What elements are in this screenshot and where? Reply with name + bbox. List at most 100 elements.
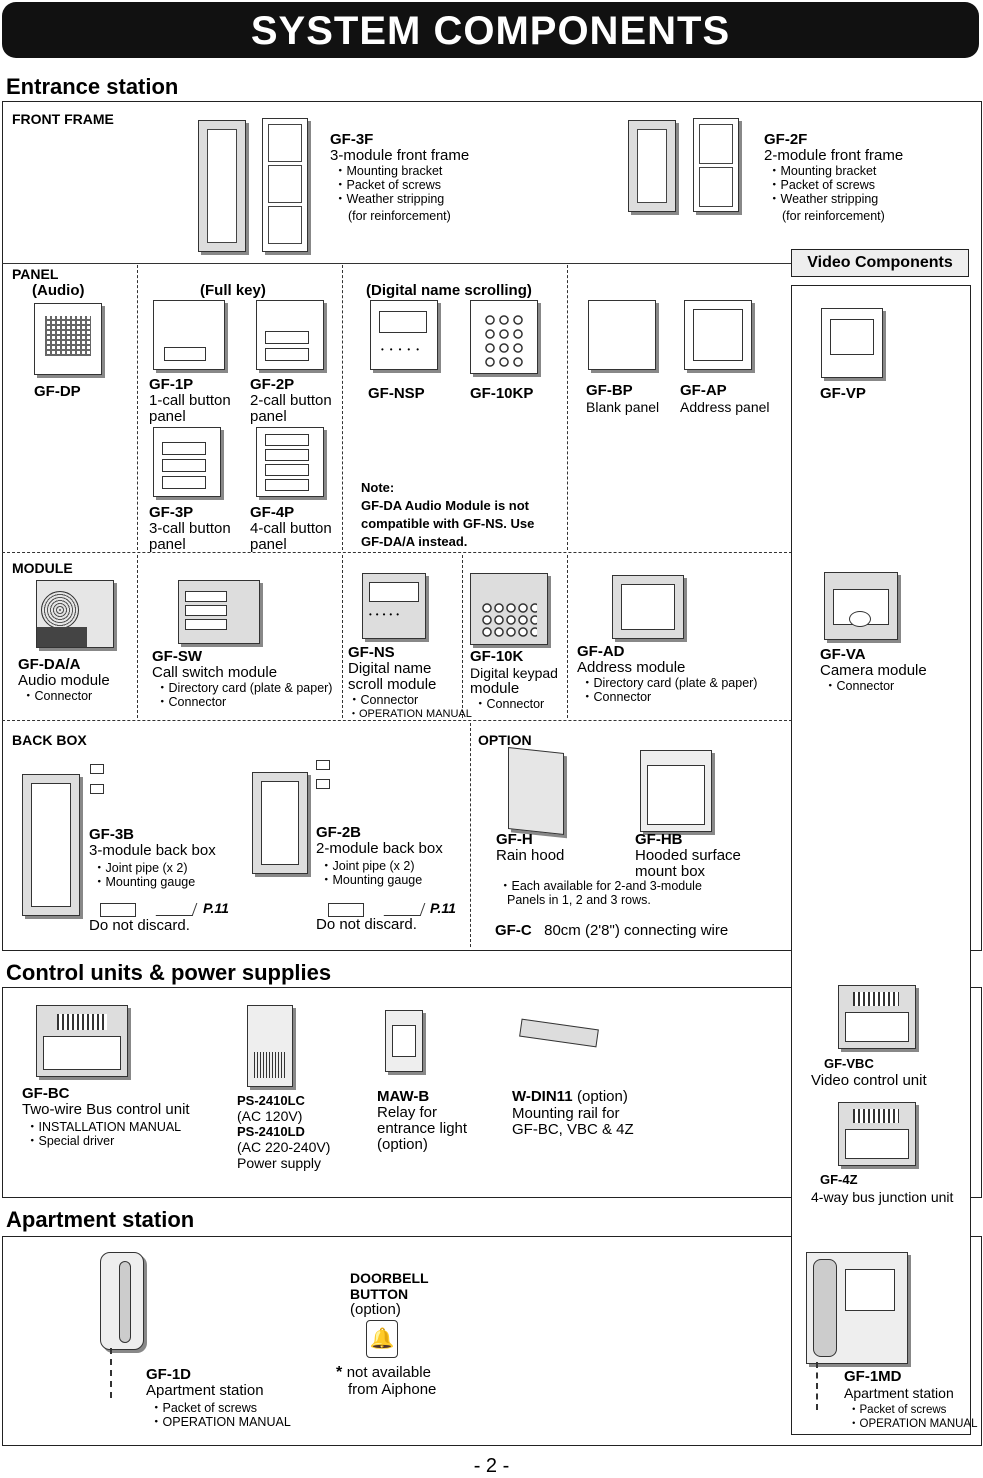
gf-1md-item: OPERATION MANUAL [848,1417,978,1431]
gf-dp-code: GF-DP [34,383,81,400]
label-back-box: BACK BOX [12,732,87,748]
gf-3f-item: Weather stripping [334,192,469,206]
availability-line: Each available for 2-and 3-module [499,879,702,893]
label-front-frame: FRONT FRAME [12,111,114,127]
gf-2f-extra: (for reinforcement) [782,209,885,223]
ps-2410-image [247,1005,293,1087]
gf-hb-desc: Hooded surface [635,847,741,864]
note-line: GF-DA/A instead. [361,534,468,549]
gf-h-image [508,747,564,835]
gf-sw-item: Connector [156,695,332,709]
ps-2410ld-voltage: (AC 220-240V) [237,1139,331,1155]
gf-bp-image [588,300,656,370]
gf-2f-code: GF-2F [764,131,808,148]
note-line: compatible with GF-NS. Use [361,516,535,531]
compatibility-note: Note: GF-DA Audio Module is not compatib… [361,479,534,551]
doorbell-note: from Aiphone [348,1381,437,1398]
gf-4z-image [838,1102,916,1166]
gf-10kp-image [470,300,538,374]
gf-va-code: GF-VA [820,646,866,663]
gf-4p-desc: panel [250,536,287,553]
gf-2b-page-ref: P.11 [430,900,456,916]
gf-2f-item: Packet of screws [768,178,903,192]
gf-3b-image [22,774,80,916]
gf-1d-item: OPERATION MANUAL [150,1415,291,1429]
gf-1d-code: GF-1D [146,1366,191,1383]
gf-2p-desc: panel [250,408,287,425]
gf-va-item: Connector [824,679,927,693]
gf-ap-info: GF-AP Address panel [680,382,770,415]
gf-sw-image [178,580,260,644]
gf-4p-info: GF-4P 4-call button panel [250,504,332,553]
gf-ns-item: Connector [348,693,472,707]
maw-b-image [385,1010,423,1072]
note-line: GF-DA Audio Module is not [361,498,530,513]
gf-4z-code: GF-4Z [820,1172,858,1187]
gf-nsp-image: ••••• [370,300,438,370]
gf-sw-info: GF-SW Call switch module Directory card … [152,648,332,709]
pointing-hand-icon [383,903,426,916]
group-audio: (Audio) [32,282,85,299]
gf-10k-image [470,573,548,645]
section-control-units: Control units & power supplies [6,960,332,985]
gf-1md-item: Packet of screws [848,1403,978,1417]
gf-1md-code: GF-1MD [844,1368,902,1385]
gf-2b-info: GF-2B 2-module back box Joint pipe (x 2)… [316,824,443,887]
w-din11-desc: GF-BC, VBC & 4Z [512,1121,634,1138]
column-divider [462,555,463,718]
gf-3b-page-ref: P.11 [203,900,229,916]
gf-da-item: Connector [22,689,110,703]
gf-3f-item: Packet of screws [334,178,469,192]
doorbell-note: not available [346,1364,431,1381]
gf-ns-image: ••••• [362,573,426,639]
doorbell-label: DOORBELL [350,1270,429,1286]
gf-bc-desc: Two-wire Bus control unit [22,1101,190,1118]
doorbell-availability: * not available from Aiphone [336,1364,436,1398]
section-apartment-station: Apartment station [6,1207,195,1232]
gf-4p-image [256,427,324,497]
page-title: SYSTEM COMPONENTS [2,2,979,58]
gf-ad-item: Connector [581,690,757,704]
gf-va-image [824,572,898,640]
gf-ns-item: OPERATION MANUAL [348,707,472,721]
gf-2p-desc: 2-call button [250,392,332,409]
gf-vp-code: GF-VP [820,385,866,402]
availability-line: Panels in 1, 2 and 3 rows. [507,893,651,907]
gf-vbc-image [838,985,916,1049]
gf-2b-desc: 2-module back box [316,840,443,857]
gf-2f-info: GF-2F 2-module front frame Mounting brac… [764,131,903,223]
maw-b-code: MAW-B [377,1088,430,1105]
gf-bp-code: GF-BP [586,382,633,399]
w-din11-option: (option) [577,1088,628,1105]
gf-2p-code: GF-2P [250,376,295,393]
gf-1d-desc: Apartment station [146,1382,264,1399]
maw-b-info: MAW-B Relay for entrance light (option) [377,1088,467,1153]
gf-bc-item: Special driver [26,1134,190,1148]
gf-3p-desc: 3-call button [149,520,231,537]
gf-1md-info: GF-1MD Apartment station Packet of screw… [844,1368,978,1431]
column-divider [567,265,568,550]
option-availability: Each available for 2-and 3-module Panels… [499,879,702,907]
gf-hb-image [640,750,712,832]
gf-bc-item: INSTALLATION MANUAL [26,1120,190,1134]
apartment-station-box [2,1236,982,1446]
ps-2410lc-voltage: (AC 120V) [237,1108,303,1124]
note-line: Note: [361,480,395,495]
gf-va-desc: Camera module [820,662,927,679]
doorbell-label: BUTTON [350,1286,409,1302]
ps-2410-desc: Power supply [237,1155,322,1171]
gf-sw-desc: Call switch module [152,664,278,681]
gf-10k-desc: Digital keypad [470,665,558,681]
entrance-station-box [2,101,982,951]
gf-3f-info: GF-3F 3-module front frame Mounting brac… [330,131,469,223]
gf-ad-image [612,575,684,639]
gf-3b-code: GF-3B [89,826,134,843]
gf-da-image [36,580,114,648]
gf-2f-item: Mounting bracket [768,164,903,178]
column-divider [137,555,138,718]
gf-4p-code: GF-4P [250,504,295,521]
gf-3p-desc: panel [149,536,186,553]
gf-2f-bracket-image [693,118,739,212]
gf-10k-desc: module [470,680,520,697]
joint-pipe-icon [316,779,330,789]
